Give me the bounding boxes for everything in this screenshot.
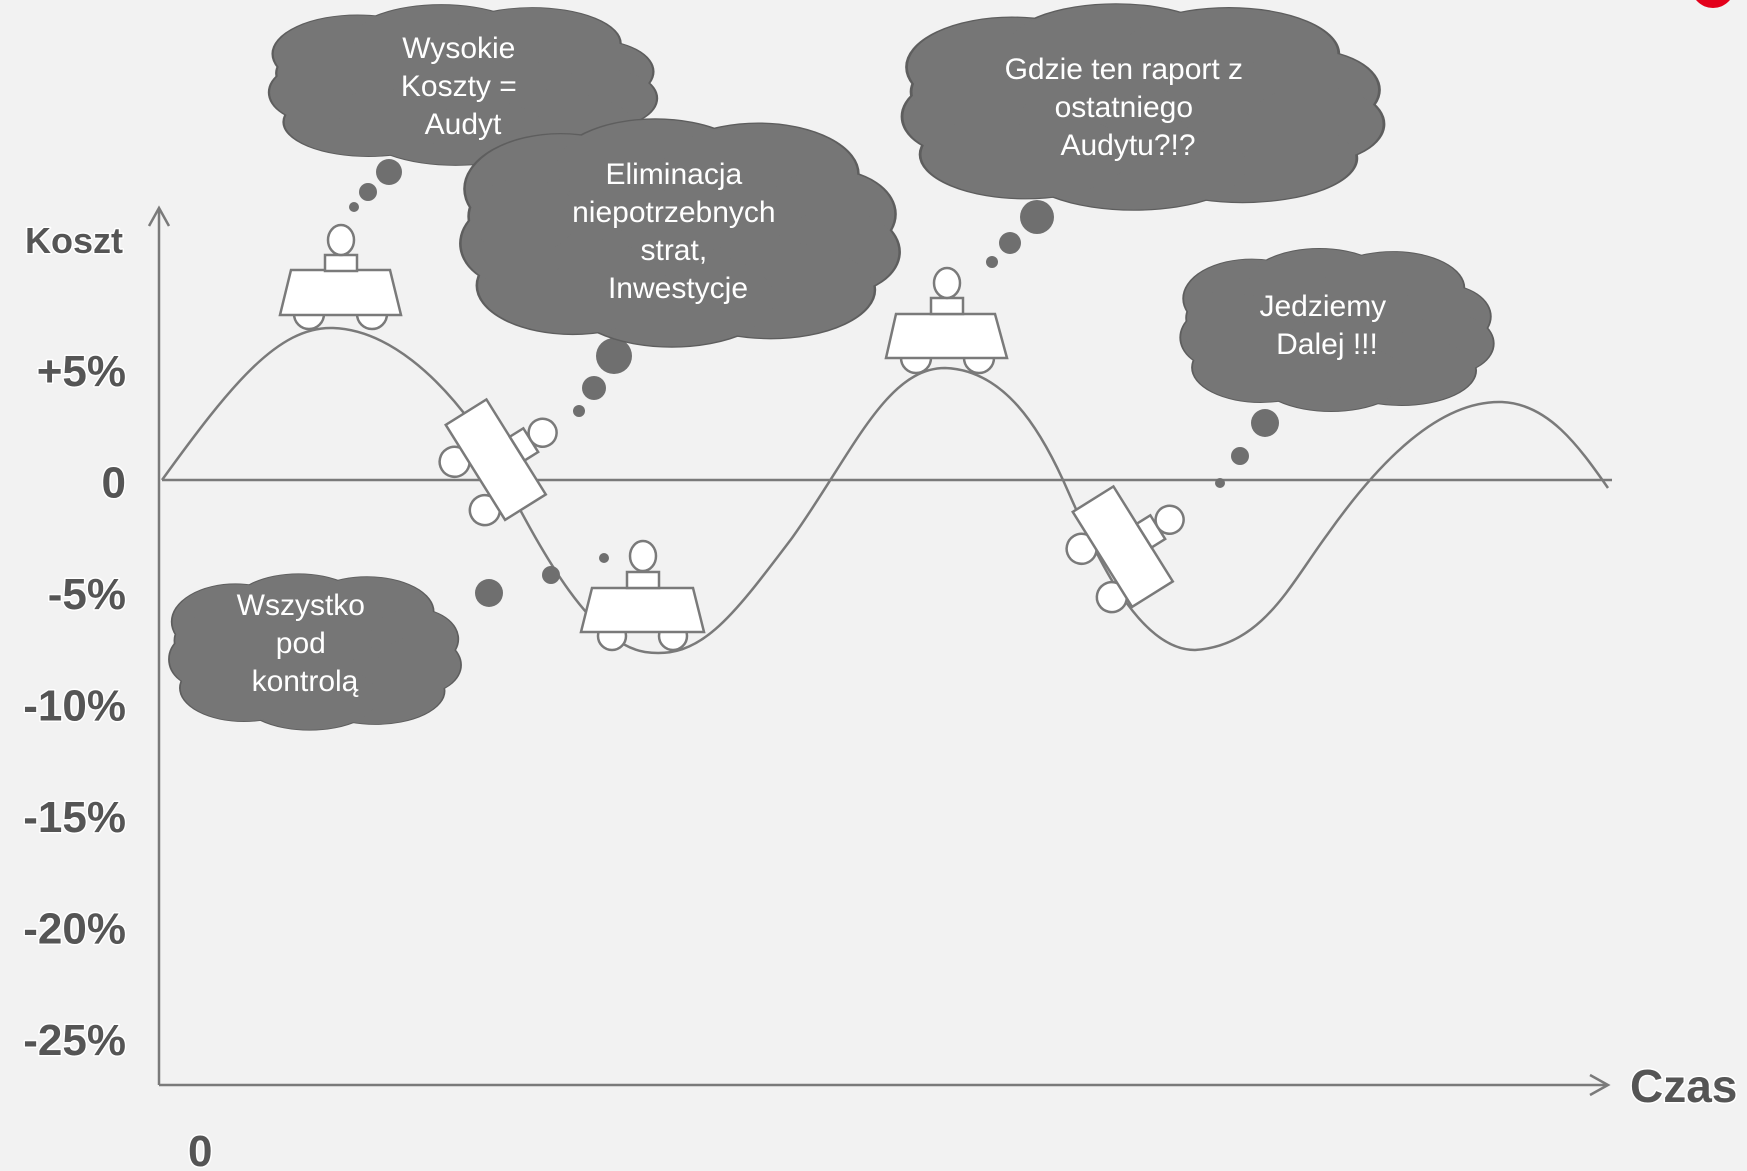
cart-rider-head — [326, 223, 356, 257]
bubble-line: Jedziemy — [1259, 290, 1386, 323]
thought-dot — [1020, 200, 1054, 234]
cost-cycle-wave — [160, 326, 1610, 655]
bubble-text-jedziemy-dalej: Jedziemy Dalej !!! — [1259, 290, 1394, 361]
cart-rider-head — [1154, 504, 1185, 535]
bubble-line: kontrolą — [252, 665, 359, 698]
thought-dot — [599, 553, 609, 563]
y-tick-labels: +5% 0 -5% -10% -15% -20% -25% — [22, 346, 128, 1067]
cloud-bubble-wysokie-koszty — [267, 4, 659, 166]
y-tick-label: -10% — [23, 682, 126, 731]
cart-trough-1 — [579, 539, 706, 652]
cloud-puff — [277, 46, 372, 100]
bubble-line: strat, — [640, 234, 707, 267]
y-tick-label: -15% — [23, 793, 126, 842]
y-tick-label: +5% — [37, 347, 126, 396]
red-corner-mark — [1696, 0, 1730, 8]
cart-body — [884, 312, 1009, 360]
cart-seat — [323, 253, 359, 273]
cart-body — [278, 268, 403, 317]
cloud-bubble-eliminacja — [459, 118, 901, 348]
cart-rider-head — [628, 539, 658, 573]
y-axis-arrowhead — [147, 205, 171, 227]
bubble-line: Audyt — [425, 108, 502, 141]
cloud-bubble-jedziemy-dalej — [1179, 248, 1495, 412]
cart-peak-2 — [884, 266, 1009, 375]
x-axis-arrowhead — [1589, 1073, 1611, 1097]
thought-dot — [573, 405, 585, 417]
cart-seat — [929, 296, 965, 316]
cart-peak-1 — [278, 223, 403, 331]
bubble-line: Eliminacja — [605, 158, 742, 191]
thought-dot — [999, 232, 1021, 254]
cart-descending-1 — [438, 397, 558, 527]
thought-dot — [376, 159, 402, 185]
thought-dot — [1251, 409, 1279, 437]
thought-dot — [359, 183, 377, 201]
thought-dot — [1231, 447, 1249, 465]
cloud-puff — [175, 614, 247, 667]
bubble-line: Inwestycje — [608, 272, 748, 305]
thought-dot — [349, 202, 359, 212]
cart-rider-head — [932, 266, 962, 300]
bubble-text-wszystko-pod-kontrola: Wszystko pod kontrolą — [237, 589, 374, 698]
cart-seat — [625, 570, 661, 590]
cloud-bubble-gdzie-raport — [900, 3, 1386, 211]
cloud-puff — [469, 178, 577, 254]
bubble-line: Dalej !!! — [1276, 328, 1378, 361]
cloud-bubble-wszystko-pod-kontrola — [168, 573, 462, 731]
thought-dot — [596, 338, 632, 374]
bubble-line: Wysokie — [402, 32, 515, 65]
thought-dot — [986, 256, 998, 268]
cloud-puff — [912, 57, 1030, 127]
cart-descending-2 — [1065, 484, 1185, 614]
cart-body — [579, 586, 706, 634]
bubble-line: Wszystko — [237, 589, 365, 622]
y-tick-label: 0 — [102, 459, 126, 508]
thought-dot — [542, 566, 560, 584]
cloud-puff — [1187, 291, 1264, 345]
y-axis-label: Koszt — [25, 220, 123, 261]
bubble-line: Koszty = — [401, 70, 517, 103]
thought-dot — [475, 579, 503, 607]
thought-dot — [582, 376, 606, 400]
bubble-line: Gdzie ten raport z — [1005, 53, 1243, 86]
bubble-line: niepotrzebnych — [572, 196, 775, 229]
y-tick-label: -5% — [48, 570, 126, 619]
cart-rider-head — [527, 417, 558, 448]
thought-dots — [349, 159, 1279, 607]
bubble-text-wysokie-koszty: Wysokie Koszty = Audyt — [401, 32, 525, 141]
y-tick-label: -20% — [23, 905, 126, 954]
bubble-line: ostatniego — [1055, 91, 1193, 124]
y-tick-label: -25% — [23, 1016, 126, 1065]
origin-label: 0 — [188, 1127, 212, 1171]
bubble-text-gdzie-raport: Gdzie ten raport z ostatniego Audytu?!? — [1005, 53, 1252, 162]
thought-dot — [1215, 478, 1225, 488]
bubble-text-eliminacja: Eliminacja niepotrzebnych strat, Inwesty… — [572, 158, 784, 305]
bubble-line: pod — [276, 627, 326, 660]
x-axis-label: Czas — [1630, 1060, 1737, 1112]
bubble-line: Audytu?!? — [1060, 129, 1195, 162]
